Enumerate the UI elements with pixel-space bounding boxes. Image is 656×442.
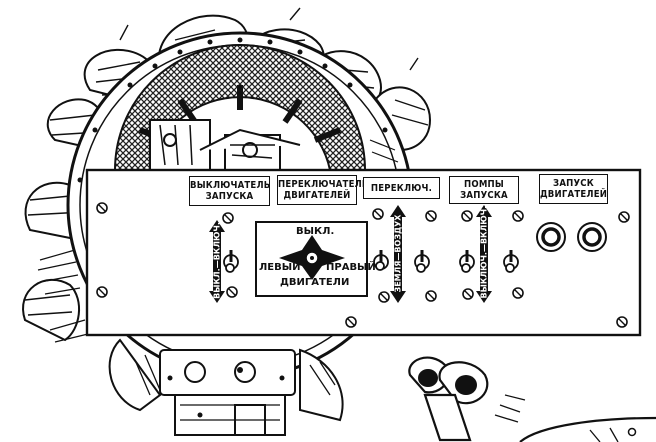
selector-right-text: ПРАВЫЙ	[326, 262, 376, 273]
engine-selector-knob	[279, 235, 345, 280]
label-starter-switch-line2: ЗАПУСКА	[205, 191, 254, 202]
arrow-pumps-text: ВЫКЛЮЧ.—ВКЛЮЧ.	[479, 205, 489, 299]
toggle-switches	[223, 250, 519, 273]
label-engine-selector: ПЕРЕКЛЮЧАТЕЛЬ ДВИГАТЕЛЕЙ	[277, 175, 369, 205]
arrow-starter-text: ВЫКЛ.—ВКЛЮЧ.	[212, 222, 222, 299]
label-engine-start-line2: ДВИГАТЕЛЕЙ	[540, 189, 608, 200]
label-engine-start: ЗАПУСК ДВИГАТЕЛЕЙ	[539, 174, 608, 204]
label-source-switch: ПЕРЕКЛЮЧ.	[363, 177, 440, 199]
label-start-pumps: ПОМПЫ ЗАПУСКА	[449, 176, 519, 204]
label-starter-switch: ВЫКЛЮЧАТЕЛЬ ЗАПУСКА	[189, 176, 270, 206]
direction-arrows	[209, 205, 492, 303]
label-source-switch-line1: ПЕРЕКЛЮЧ.	[370, 182, 433, 194]
label-start-pumps-line1: ПОМПЫ	[464, 179, 504, 190]
selector-engines-text: ДВИГАТЕЛИ	[280, 277, 350, 288]
label-engine-selector-line1: ПЕРЕКЛЮЧАТЕЛЬ	[278, 179, 369, 190]
selector-left-text: ЛЕВЫЙ	[259, 262, 301, 273]
selector-off-text: ВЫКЛ.	[296, 226, 335, 237]
label-engine-start-line1: ЗАПУСК	[553, 178, 594, 189]
label-start-pumps-line2: ЗАПУСКА	[460, 190, 508, 201]
arrow-source-text: ЗЕМЛЯ—ВОЗДУХ	[393, 214, 403, 293]
engine-start-buttons	[536, 222, 607, 252]
label-engine-selector-line2: ДВИГАТЕЛЕЙ	[283, 190, 351, 201]
label-starter-switch-line1: ВЫКЛЮЧАТЕЛЬ	[190, 180, 271, 191]
